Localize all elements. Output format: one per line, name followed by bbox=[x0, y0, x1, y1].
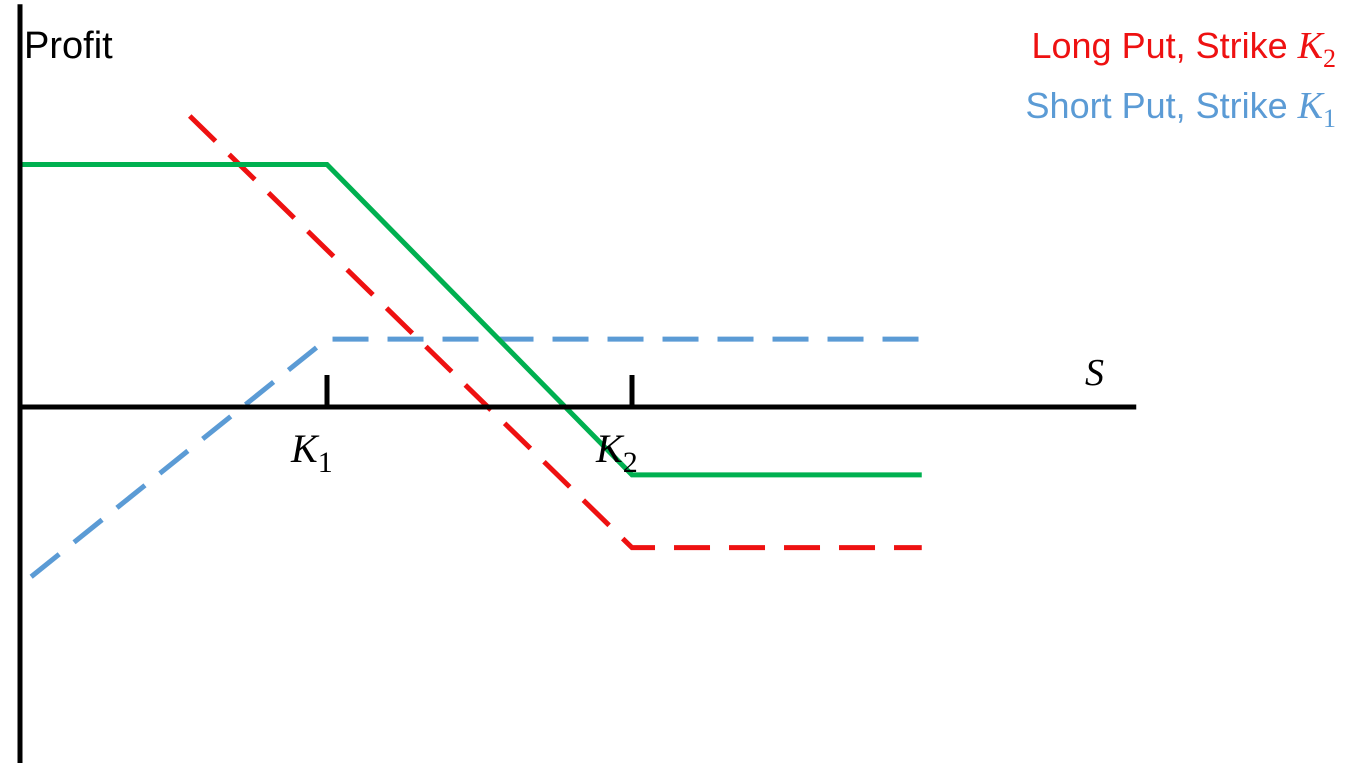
series-line-1 bbox=[188, 114, 922, 551]
legend: Long Put, Strike K2 Short Put, Strike K1 bbox=[1026, 25, 1336, 133]
legend-item-2: Short Put, Strike K1 bbox=[1026, 85, 1336, 133]
ticks-layer: K1 K2 bbox=[290, 375, 638, 479]
series-line-3 bbox=[22, 162, 922, 478]
tick-label-K2: K2 bbox=[595, 426, 638, 479]
axes-layer bbox=[17, 4, 1137, 763]
series-line-2 bbox=[29, 336, 922, 579]
y-axis-label: Profit bbox=[24, 25, 113, 67]
tick-label-K1: K1 bbox=[290, 426, 333, 479]
series-layer bbox=[22, 114, 922, 579]
x-axis-label: S bbox=[1085, 352, 1104, 394]
legend-item-1: Long Put, Strike K2 bbox=[1031, 25, 1336, 73]
